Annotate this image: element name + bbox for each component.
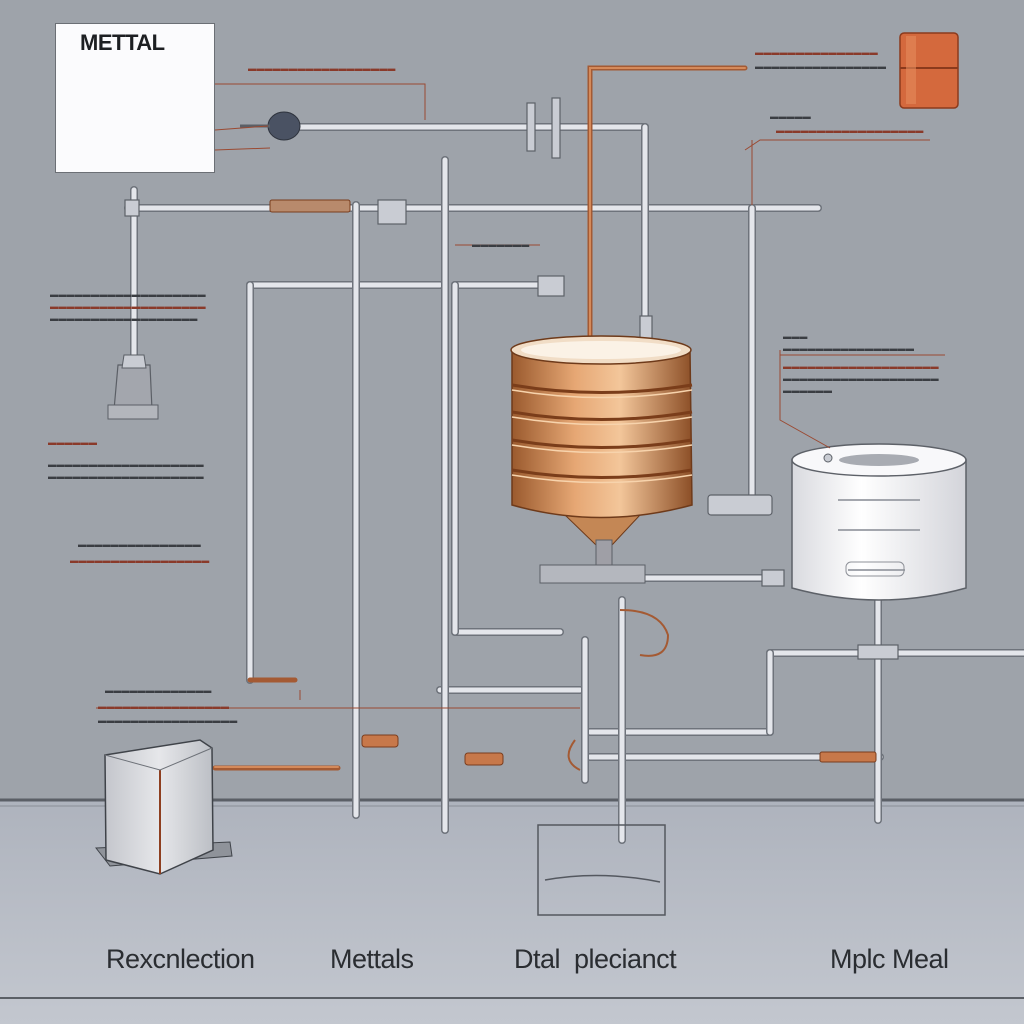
metal-block (95, 739, 233, 875)
annotation-scribble: ▬▬▬▬▬▬▬▬▬▬▬▬▬▬▬▬ (783, 344, 915, 353)
white-storage-tank (791, 443, 967, 601)
annotation-scribble: ▬▬▬▬▬▬▬▬▬▬▬▬▬▬▬▬▬▬▬ (50, 290, 206, 299)
copper-couplings (269, 199, 877, 766)
annotation-scribble: ▬▬▬▬▬▬▬▬▬▬▬▬▬▬▬▬ (98, 702, 230, 711)
annotation-scribble: ▬▬▬▬▬ (770, 112, 811, 121)
pump-unit (107, 354, 159, 420)
annotation-scribble: ▬▬▬▬▬▬▬▬▬▬▬▬▬▬▬ (755, 48, 878, 57)
annotation-scribble: ▬▬▬▬▬▬▬▬▬▬▬▬▬▬▬▬▬ (98, 716, 238, 725)
valve-knob (240, 111, 301, 141)
annotation-scribble: ▬▬▬▬▬▬▬▬▬▬▬▬▬▬▬▬▬ (70, 556, 210, 565)
annotation-scribble: ▬▬▬▬▬▬▬▬▬▬▬▬▬▬▬▬▬▬▬ (50, 302, 206, 311)
annotation-scribble: ▬▬▬▬▬▬▬▬▬▬▬▬▬▬▬▬ (755, 62, 887, 71)
orange-container (899, 32, 959, 109)
annotation-scribble: ▬▬▬▬▬▬▬▬▬▬▬▬▬▬▬▬▬▬ (50, 314, 198, 323)
annotation-scribble: ▬▬▬▬▬▬▬▬▬▬▬▬▬▬▬▬▬▬▬ (48, 460, 204, 469)
annotation-scribble: ▬▬▬▬▬▬▬▬▬▬▬▬▬▬▬ (78, 540, 201, 549)
floor-tray (537, 824, 666, 916)
copper-vessel (510, 335, 693, 771)
caption-4: Mplc Meal (830, 944, 949, 974)
annotation-scribble: ▬▬▬▬▬▬▬▬▬▬▬▬▬ (105, 686, 212, 695)
annotation-scribble: ▬▬▬▬▬▬▬▬▬▬▬▬▬▬▬▬▬▬ (776, 126, 924, 135)
annotation-scribble: ▬▬▬▬▬▬▬▬▬▬▬▬▬▬▬▬▬▬ (248, 64, 396, 73)
inset-title: METTAL (80, 30, 165, 55)
annotation-leader-lines (96, 83, 945, 709)
caption-1: Rexcnlection (106, 944, 255, 974)
caption-3: Dtal plecianct (514, 944, 677, 974)
annotation-scribble: ▬▬▬▬▬▬▬ (472, 240, 530, 249)
annotation-scribble: ▬▬▬▬▬▬ (783, 386, 833, 395)
annotation-scribble: ▬▬▬▬▬▬▬▬▬▬▬▬▬▬▬▬▬▬▬ (48, 472, 204, 481)
pipe-fittings (124, 97, 899, 660)
annotation-scribble: ▬▬▬▬▬▬▬▬▬▬▬▬▬▬▬▬▬▬▬ (783, 362, 939, 371)
inset-panel: METTAL (55, 23, 215, 173)
caption-2: Mettals (330, 944, 414, 974)
annotation-scribble: ▬▬▬▬▬▬ (48, 438, 98, 447)
annotation-scribble: ▬▬▬ (783, 332, 808, 341)
annotation-scribble: ▬▬▬▬▬▬▬▬▬▬▬▬▬▬▬▬▬▬▬ (783, 374, 939, 383)
